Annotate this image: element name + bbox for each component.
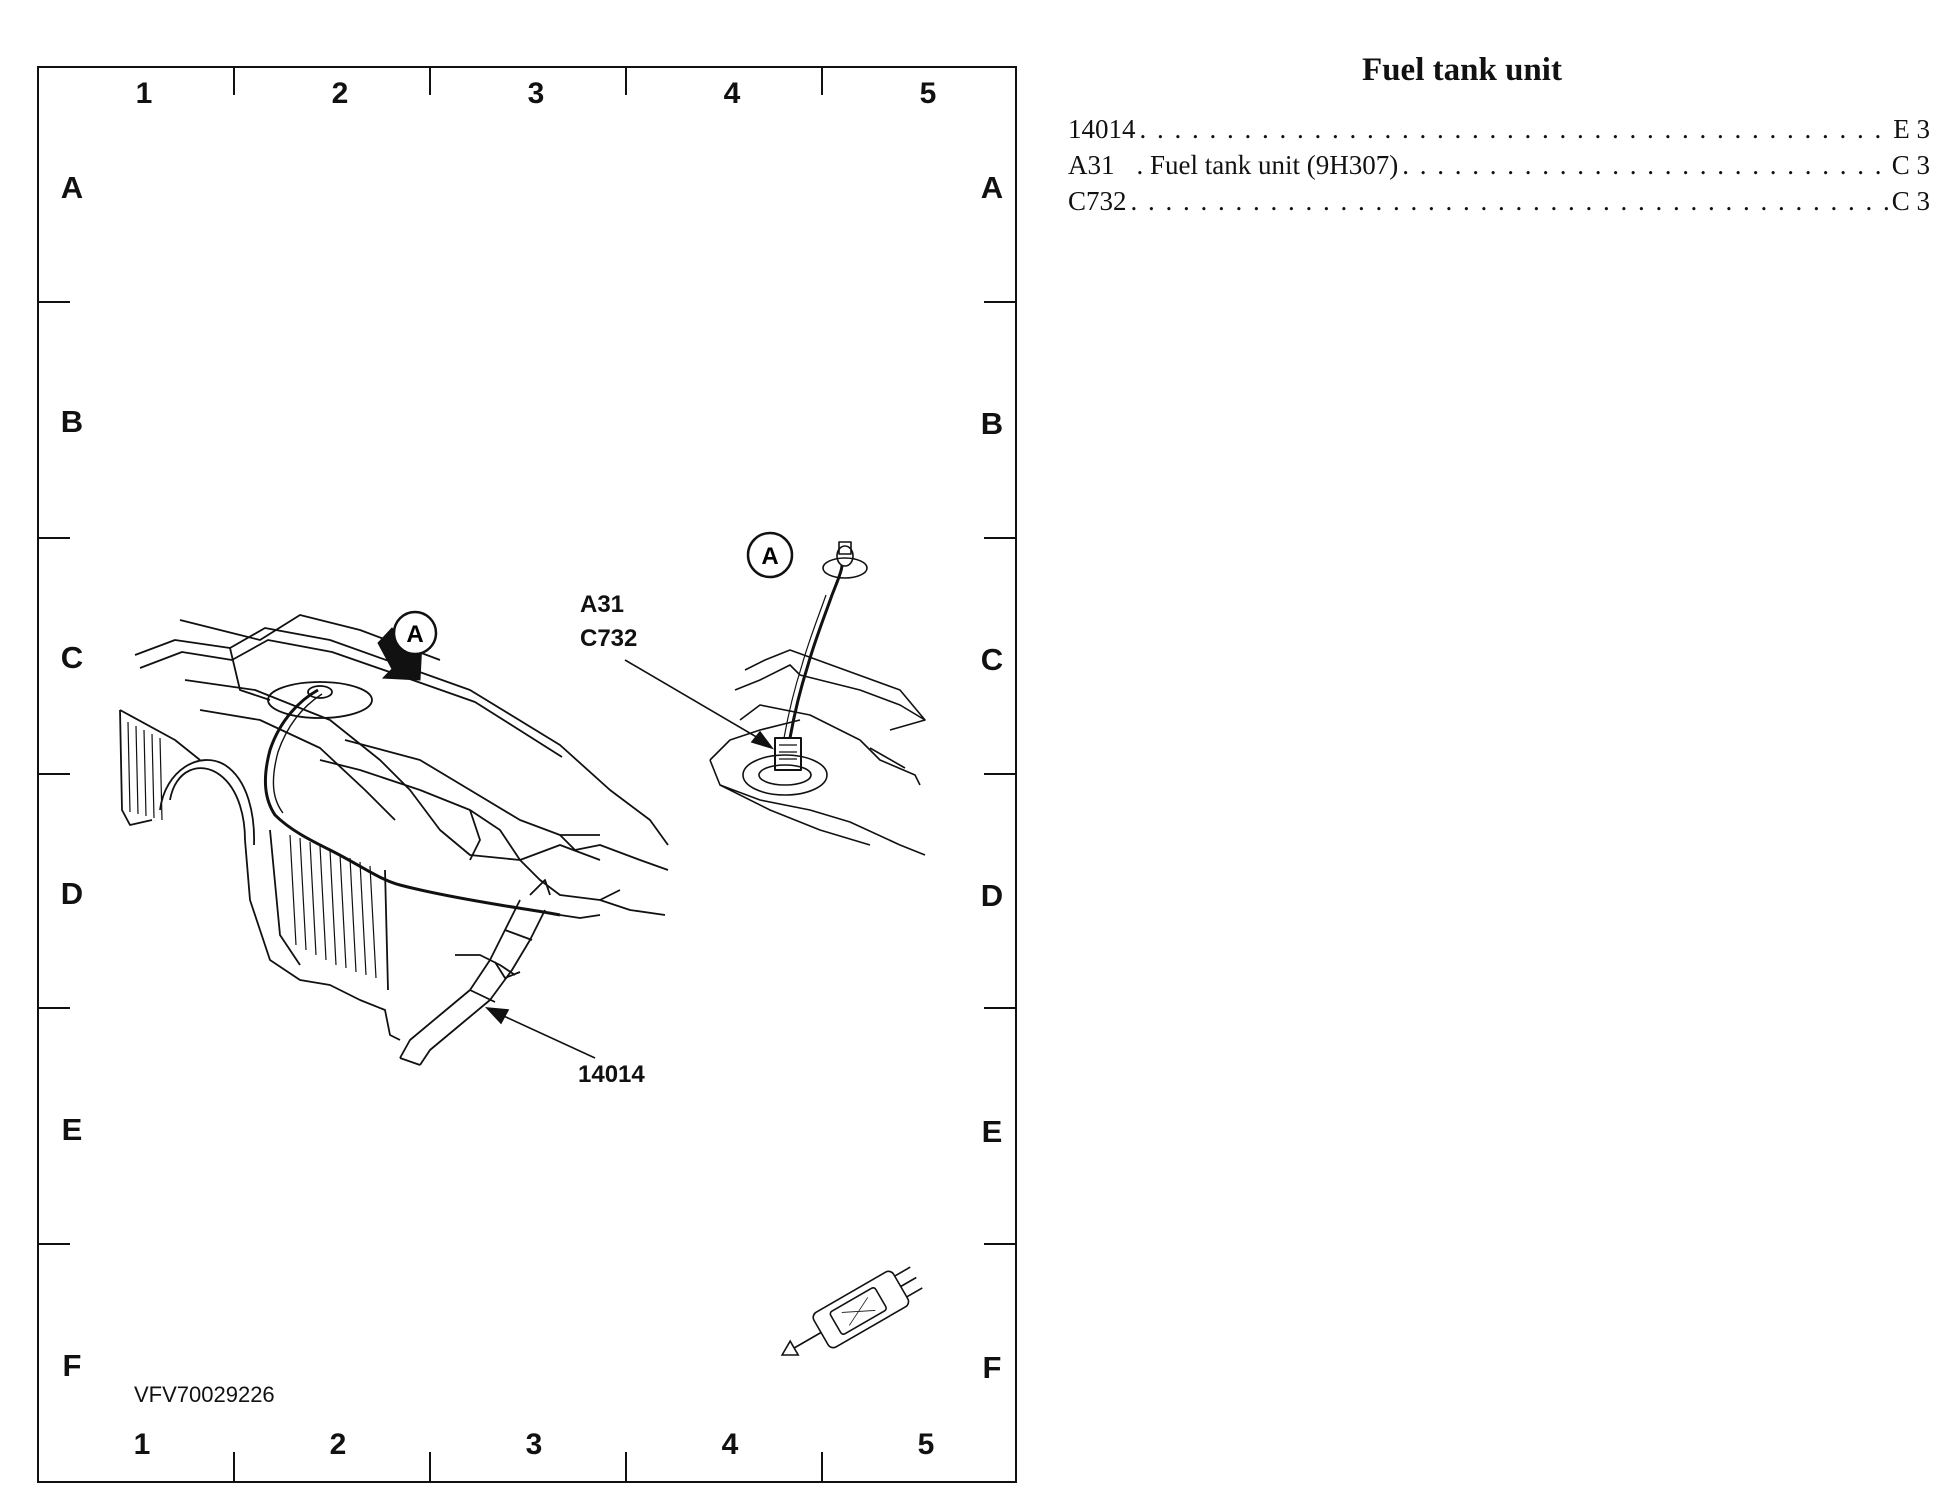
view-marker-circle-main	[392, 610, 438, 656]
legend-location: C 3	[1891, 150, 1930, 180]
vehicle-orientation-icon	[780, 1266, 923, 1356]
legend-location: E 3	[1893, 114, 1930, 144]
fuel-tank-illustration	[119, 614, 669, 1066]
bottom-column-ticks	[233, 1452, 823, 1482]
col-label-top-5: 5	[919, 77, 937, 110]
row-label-right-a: A	[980, 170, 1004, 205]
col-label-top-4: 4	[723, 77, 741, 110]
legend-code: A31	[1068, 150, 1115, 180]
top-column-ticks	[233, 67, 823, 95]
row-label-right-d: D	[980, 878, 1004, 913]
legend-location: C 3	[1891, 186, 1930, 216]
row-label-right-b: B	[980, 406, 1004, 441]
row-label-right-f: F	[982, 1350, 1002, 1385]
col-label-bottom-2: 2	[329, 1428, 347, 1461]
col-label-bottom-4: 4	[721, 1428, 739, 1461]
drawing-reference-number: VFV70029226	[134, 1382, 275, 1407]
col-label-bottom-3: 3	[525, 1428, 543, 1461]
legend-row-14014: 14014 E 3	[1068, 114, 1930, 150]
col-label-bottom-5: 5	[917, 1428, 935, 1461]
row-label-right-c: C	[980, 642, 1004, 677]
row-label-left-e: E	[61, 1112, 83, 1147]
panel-title: Fuel tank unit	[1362, 52, 1562, 88]
leader-a31-c732	[624, 659, 775, 750]
row-label-left-b: B	[60, 404, 84, 439]
col-label-bottom-1: 1	[133, 1428, 151, 1461]
diagram-drawing: A A	[37, 66, 1017, 1483]
component-legend: 14014 E 3 A31 . Fuel tank unit (9H307) C…	[1068, 114, 1930, 222]
view-marker-detail: A	[761, 543, 778, 570]
leader-dots	[1131, 186, 1888, 217]
col-label-top-1: 1	[135, 77, 153, 110]
location-diagram: A A	[37, 66, 1017, 1483]
leader-dots	[1402, 150, 1888, 181]
row-label-left-f: F	[62, 1348, 82, 1383]
col-label-top-3: 3	[527, 77, 545, 110]
callout-a31: A31	[580, 591, 625, 618]
legend-code: 14014	[1068, 114, 1136, 144]
legend-description: . Fuel tank unit (9H307)	[1136, 150, 1399, 180]
row-label-left-a: A	[60, 170, 84, 205]
legend-code: C732	[1068, 186, 1127, 216]
row-ticks	[38, 301, 1016, 1245]
leader-14014	[484, 1007, 596, 1059]
callout-14014: 14014	[578, 1061, 645, 1088]
col-label-top-2: 2	[331, 77, 349, 110]
row-label-left-c: C	[60, 640, 84, 675]
callout-c732: C732	[580, 625, 638, 652]
view-marker-main: A	[406, 621, 423, 648]
legend-row-a31: A31 . Fuel tank unit (9H307) C 3	[1068, 150, 1930, 186]
leader-dots	[1140, 114, 1890, 145]
diagram-border	[37, 66, 1017, 1483]
detail-view-a	[709, 541, 926, 856]
row-label-right-e: E	[981, 1114, 1003, 1149]
view-marker-circle-detail	[746, 531, 794, 579]
legend-row-c732: C732 C 3	[1068, 186, 1930, 222]
row-label-left-d: D	[60, 876, 84, 911]
